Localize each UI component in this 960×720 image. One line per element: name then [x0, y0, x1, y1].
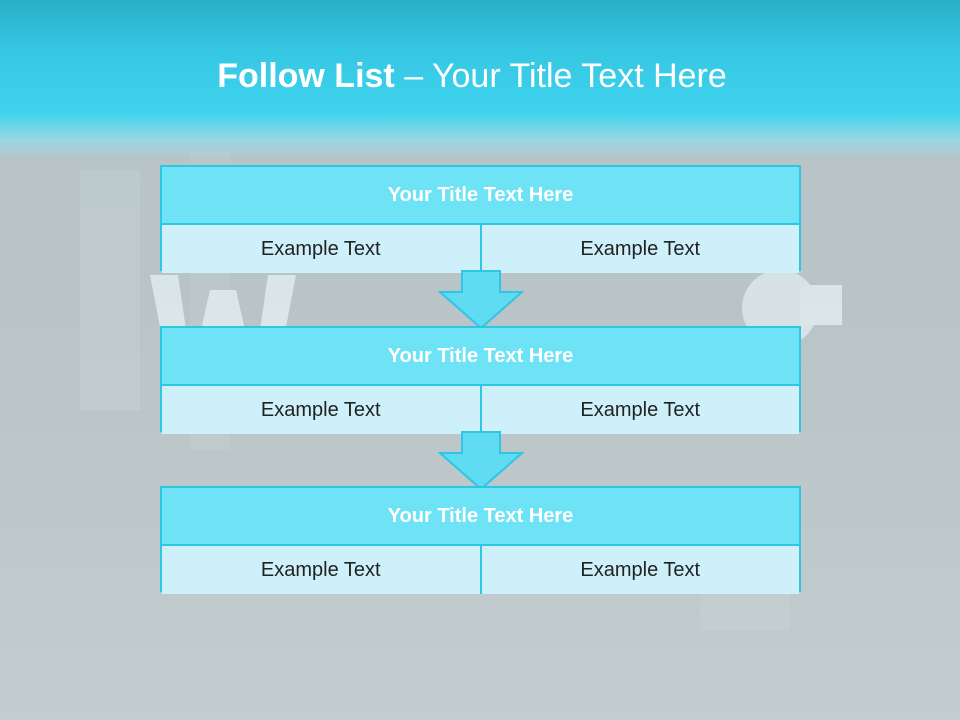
step-2-left-cell: Example Text: [162, 386, 480, 434]
down-arrow-2: [438, 431, 524, 491]
slide-title: Follow List – Your Title Text Here: [0, 56, 944, 96]
step-3-right-cell: Example Text: [479, 546, 799, 594]
down-arrow-1: [438, 270, 524, 330]
step-title-3: Your Title Text Here: [162, 488, 799, 546]
step-1-right-cell: Example Text: [479, 225, 799, 273]
step-2-right-cell: Example Text: [479, 386, 799, 434]
step-block-3: Your Title Text Here Example Text Exampl…: [160, 486, 801, 594]
slide-title-rest: – Your Title Text Here: [394, 57, 727, 95]
step-block-2: Your Title Text Here Example Text Exampl…: [160, 326, 801, 434]
step-1-left-cell: Example Text: [162, 225, 480, 273]
header-band: [0, 0, 960, 160]
slide-title-bold: Follow List: [217, 57, 395, 95]
step-title-2: Your Title Text Here: [162, 328, 799, 386]
step-block-1: Your Title Text Here Example Text Exampl…: [160, 165, 801, 273]
step-3-left-cell: Example Text: [162, 546, 480, 594]
step-title-1: Your Title Text Here: [162, 167, 799, 225]
